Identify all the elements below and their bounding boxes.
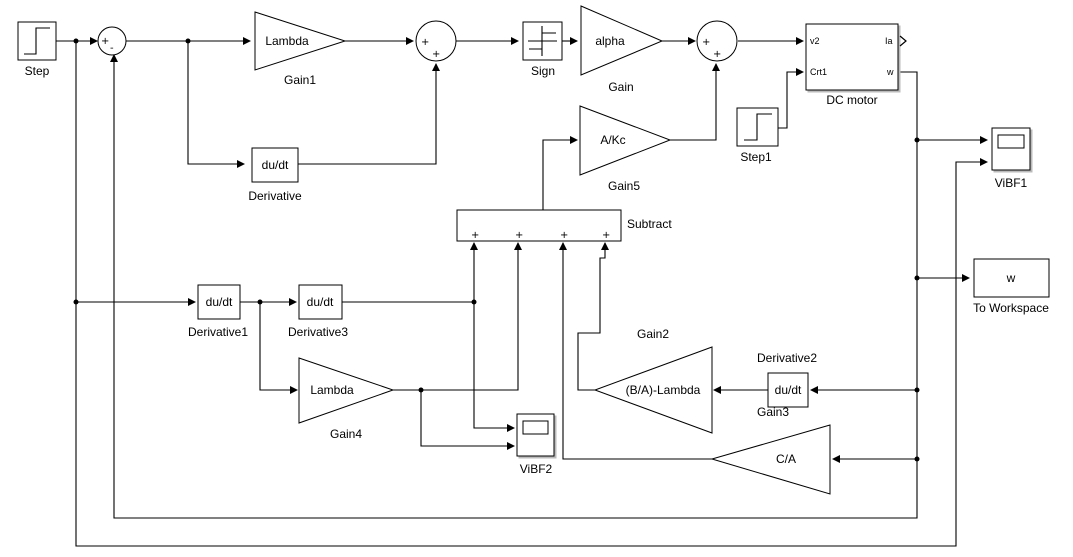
gain5-value: A/Kc — [600, 133, 625, 147]
gain5-block[interactable]: A/Kc Gain5 — [579, 105, 672, 193]
sign-label: Sign — [531, 64, 555, 78]
branch-point — [185, 38, 191, 44]
derivative1-value: du/dt — [206, 295, 233, 309]
branch-point — [914, 137, 920, 143]
branch-points — [73, 38, 920, 462]
wire-subtract-to-gain5[interactable] — [542, 136, 578, 210]
sum1-block[interactable]: + - — [97, 26, 127, 56]
branch-point — [471, 299, 477, 305]
sum1-plus-sign: + — [101, 36, 109, 47]
subtract-plus-2: + — [515, 230, 523, 241]
gain4-label: Gain4 — [330, 427, 362, 441]
sum2-plus-sign-left: + — [421, 37, 429, 48]
branch-point — [914, 387, 920, 393]
gain3-block[interactable]: C/A Gain3 — [710, 405, 831, 495]
derivative3-label: Derivative3 — [288, 325, 348, 339]
branch-point — [418, 387, 424, 393]
wire-derivative3-to-subtract[interactable] — [342, 242, 478, 303]
wire-derivative3-to-vibf2[interactable] — [473, 302, 515, 432]
derivative3-value: du/dt — [307, 295, 334, 309]
wire-w-main[interactable] — [110, 54, 918, 519]
gain2-value: (B/A)-Lambda — [626, 383, 701, 397]
gain1-label: Gain1 — [284, 73, 316, 87]
dc-motor-port-crt1: Crt1 — [810, 67, 827, 77]
gain2-block[interactable]: (B/A)-Lambda Gain2 — [593, 327, 713, 434]
sum3-plus-sign-bottom: + — [713, 49, 721, 60]
gain1-value: Lambda — [265, 34, 309, 48]
derivative1-block[interactable]: du/dt Derivative1 — [188, 284, 248, 339]
branch-point — [914, 275, 920, 281]
subtract-plus-4: + — [602, 230, 610, 241]
to-workspace-block[interactable]: w To Workspace — [973, 258, 1050, 315]
step1-block[interactable]: Step1 — [736, 107, 779, 164]
derivative1-label: Derivative1 — [188, 325, 248, 339]
wire-gain4-to-vibf2[interactable] — [420, 390, 515, 450]
to-workspace-value: w — [1006, 271, 1016, 285]
wire-gain3-to-subtract[interactable] — [559, 242, 712, 460]
dc-motor-port-ia: Ia — [885, 36, 893, 46]
subtract-block[interactable]: + + + + Subtract — [456, 209, 672, 242]
wire-step-ref-loop[interactable] — [75, 41, 988, 547]
gain-value: alpha — [595, 34, 625, 48]
vibf1-label: ViBF1 — [995, 176, 1028, 190]
branch-point — [257, 299, 263, 305]
gain-label: Gain — [608, 80, 633, 94]
wire-step1-to-dcmotor[interactable] — [778, 68, 804, 129]
sum1-minus-sign: - — [110, 43, 114, 54]
dc-motor-block[interactable]: v2 Crt1 Ia w DC motor — [805, 23, 907, 107]
derivative-value: du/dt — [262, 158, 289, 172]
vibf2-label: ViBF2 — [520, 462, 553, 476]
branch-point — [914, 456, 920, 462]
derivative2-block[interactable]: du/dt Derivative2 — [757, 351, 817, 408]
derivative-block[interactable]: du/dt Derivative — [248, 147, 302, 203]
step1-label: Step1 — [740, 150, 772, 164]
sum2-plus-sign-bottom: + — [432, 49, 440, 60]
wire-gain4-to-subtract[interactable] — [393, 242, 522, 391]
gain3-value: C/A — [776, 452, 796, 466]
sum3-plus-sign-left: + — [702, 37, 710, 48]
dc-motor-port-v2: v2 — [810, 36, 820, 46]
subtract-label: Subtract — [627, 217, 672, 231]
branch-point — [73, 38, 79, 44]
derivative2-label: Derivative2 — [757, 351, 817, 365]
branch-point — [73, 299, 79, 305]
derivative2-value: du/dt — [775, 383, 802, 397]
gain4-value: Lambda — [310, 383, 354, 397]
dc-motor-label: DC motor — [826, 93, 877, 107]
gain3-label: Gain3 — [757, 405, 789, 419]
wire-gain5-to-sum3[interactable] — [670, 63, 720, 141]
derivative-label: Derivative — [248, 189, 302, 203]
step-block[interactable]: Step — [17, 21, 57, 78]
gain5-label: Gain5 — [608, 179, 640, 193]
wire-derivative1-to-gain4[interactable] — [259, 302, 298, 394]
sum3-block[interactable]: + + — [696, 20, 738, 62]
gain4-block[interactable]: Lambda Gain4 — [298, 357, 395, 441]
gain1-block[interactable]: Lambda Gain1 — [254, 11, 347, 87]
derivative3-block[interactable]: du/dt Derivative3 — [288, 284, 348, 339]
vibf1-scope[interactable]: ViBF1 — [991, 127, 1031, 190]
gain2-label: Gain2 — [637, 327, 669, 341]
dc-motor-port-w: w — [886, 67, 894, 77]
wire-derivative-to-sum2[interactable] — [298, 63, 440, 165]
to-workspace-label: To Workspace — [973, 301, 1049, 315]
gain-block[interactable]: alpha Gain — [580, 5, 664, 94]
wire-sum1-to-derivative[interactable] — [187, 41, 245, 168]
step-label: Step — [25, 64, 50, 78]
subtract-plus-3: + — [560, 230, 568, 241]
subtract-plus-1: + — [471, 230, 479, 241]
sum2-block[interactable]: + + — [415, 20, 457, 62]
sign-block[interactable]: Sign — [522, 21, 563, 78]
vibf2-scope[interactable]: ViBF2 — [516, 413, 555, 476]
wire-gain2-to-subtract[interactable] — [577, 242, 609, 391]
